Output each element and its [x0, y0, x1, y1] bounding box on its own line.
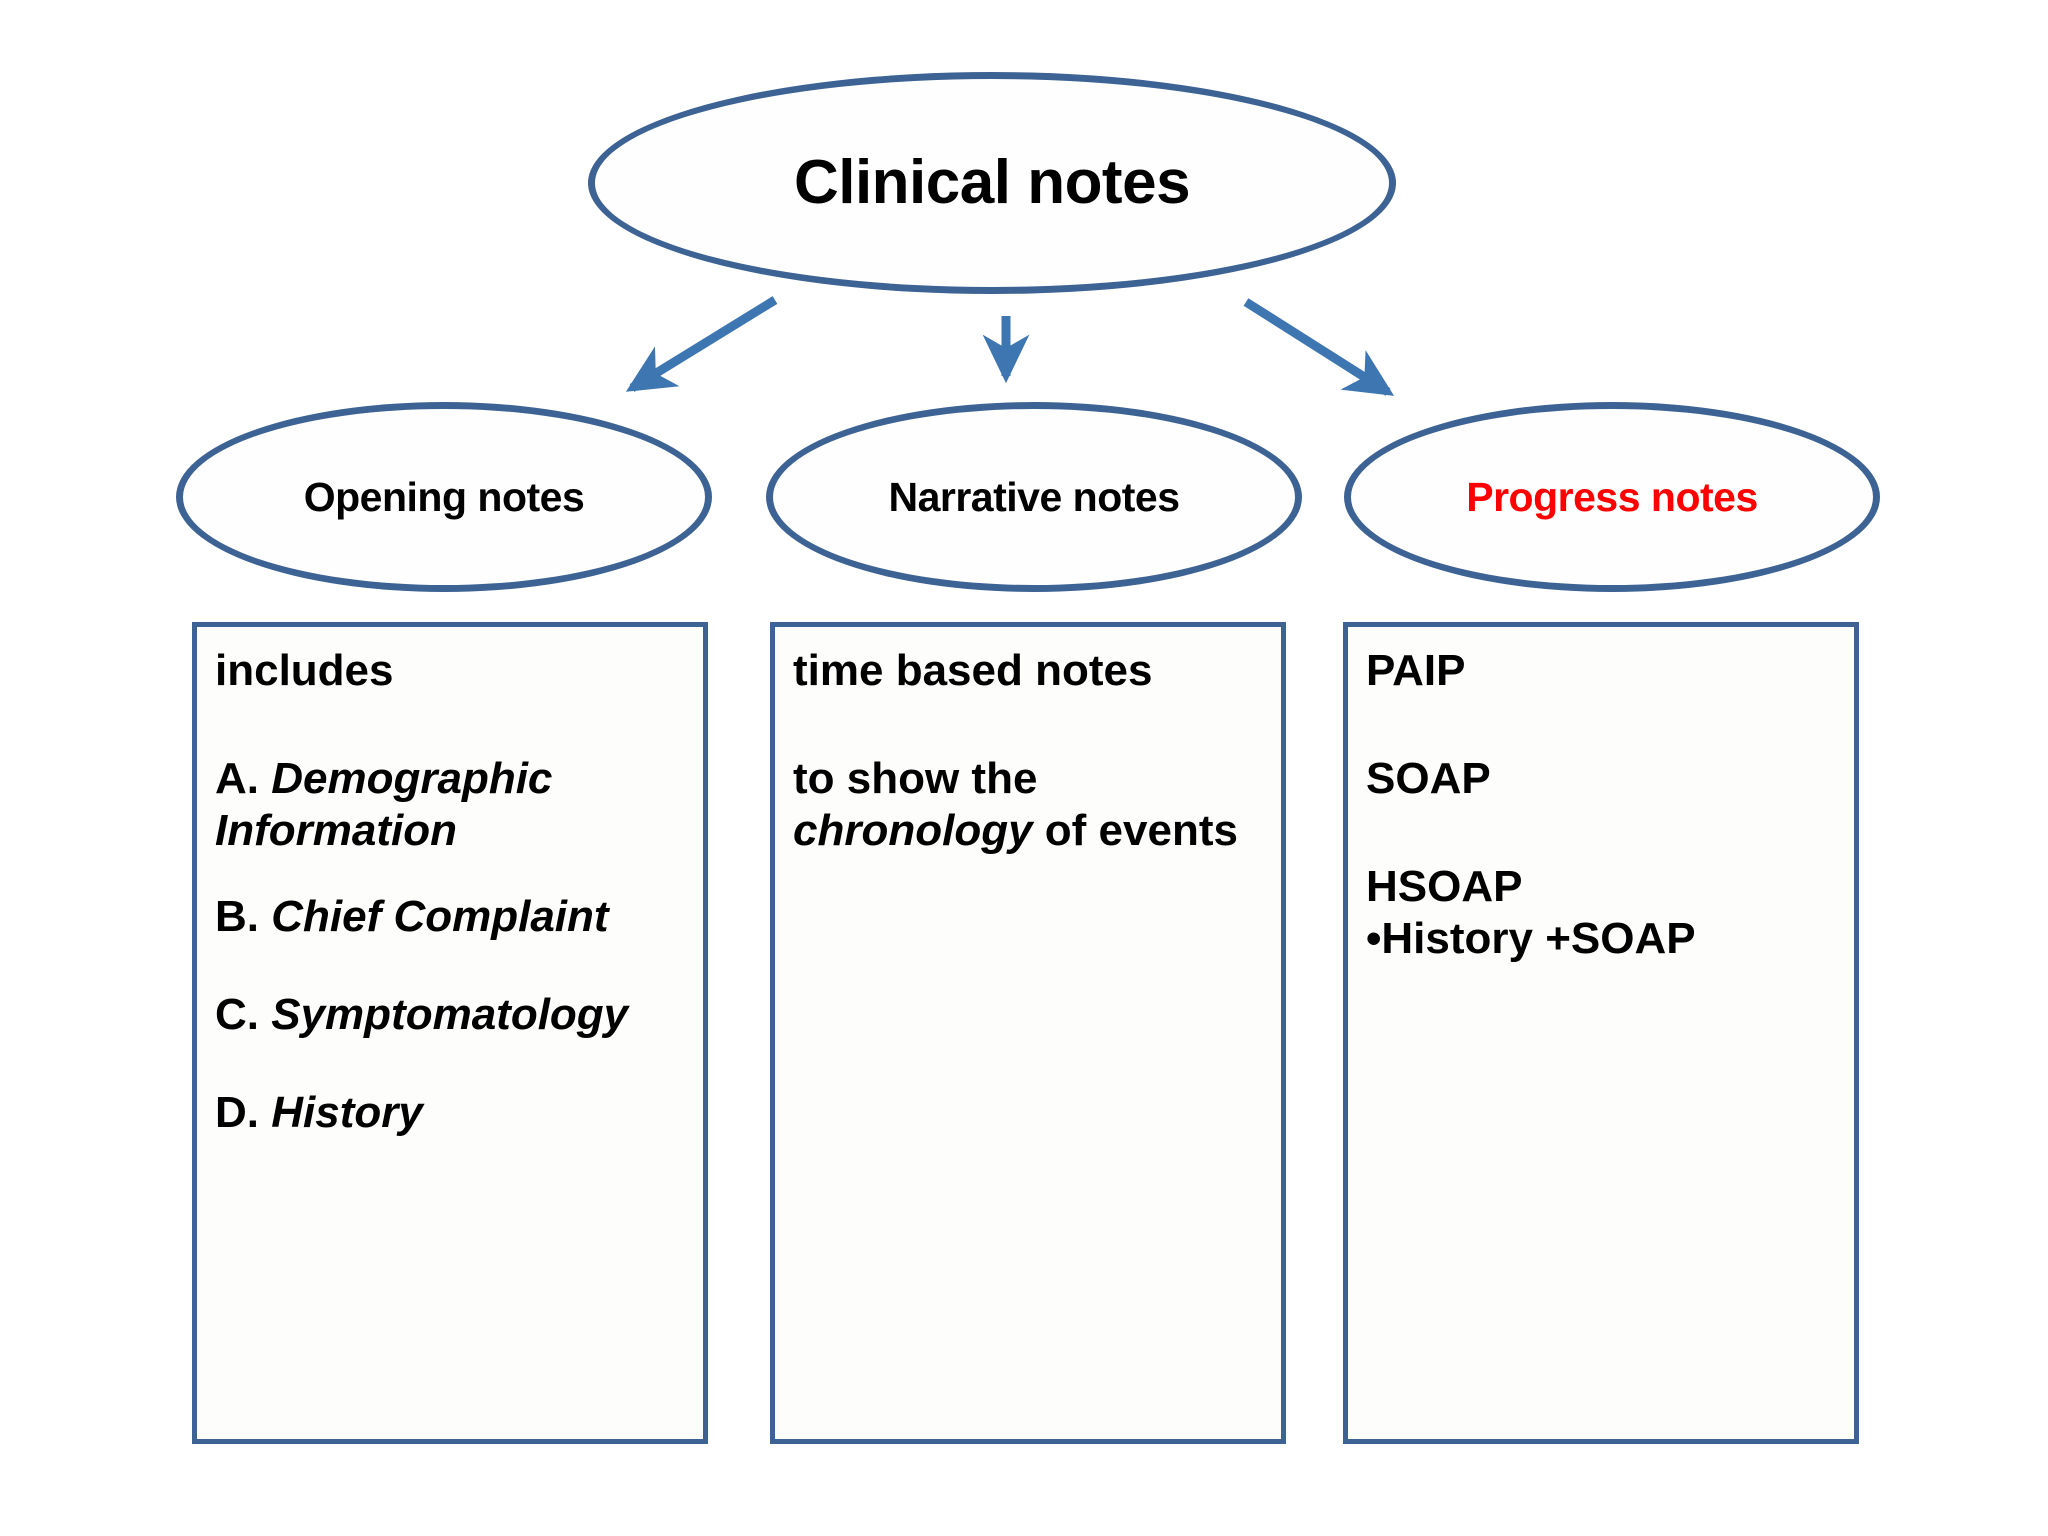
panel-narrative-notes: time based notes to show the chronology …	[770, 622, 1286, 1444]
node-progress-notes-label: Progress notes	[1466, 473, 1758, 520]
opening-item-a: A. Demographic Information	[215, 753, 689, 857]
arrow-to-progress-icon	[1243, 298, 1395, 396]
node-opening-notes[interactable]: Opening notes	[176, 402, 712, 592]
opening-item-d: D. History	[215, 1087, 689, 1139]
spacer	[1366, 805, 1840, 861]
progress-line-paip: PAIP	[1366, 646, 1466, 695]
node-narrative-notes-label: Narrative notes	[888, 473, 1180, 520]
opening-heading: includes	[215, 646, 394, 695]
spacer	[215, 943, 689, 989]
progress-line-history-soap: •History +SOAP	[1366, 913, 1696, 963]
spacer	[215, 857, 689, 891]
narrative-body: to show the chronology of events	[793, 753, 1267, 857]
opening-item-d-text: History	[271, 1087, 423, 1137]
panel-progress-notes: PAIP SOAP HSOAP •History +SOAP	[1343, 622, 1859, 1444]
opening-item-c-marker: C.	[215, 989, 259, 1039]
spacer	[793, 697, 1267, 753]
spacer	[215, 697, 689, 753]
node-clinical-notes-label: Clinical notes	[793, 148, 1191, 217]
node-progress-notes[interactable]: Progress notes	[1344, 402, 1880, 592]
panel-opening-notes: includes A. Demographic Information B. C…	[192, 622, 708, 1444]
opening-item-b-text: Chief Complaint	[271, 891, 609, 941]
opening-item-b: B. Chief Complaint	[215, 891, 689, 943]
opening-item-d-marker: D.	[215, 1087, 259, 1137]
node-narrative-notes[interactable]: Narrative notes	[766, 402, 1302, 592]
spacer	[1366, 697, 1840, 753]
narrative-body-pre: to show the	[793, 753, 1050, 803]
narrative-body-emphasis: chronology	[793, 805, 1033, 855]
narrative-heading: time based notes	[793, 646, 1153, 695]
progress-line-soap: SOAP	[1366, 753, 1491, 803]
opening-item-a-marker: A.	[215, 753, 259, 803]
progress-line-hsoap: HSOAP	[1366, 861, 1523, 911]
node-opening-notes-label: Opening notes	[303, 473, 585, 520]
narrative-body-post: of events	[1032, 805, 1238, 855]
opening-item-c-text: Symptomatology	[271, 989, 629, 1039]
spacer	[215, 1041, 689, 1087]
opening-item-b-marker: B.	[215, 891, 259, 941]
node-clinical-notes[interactable]: Clinical notes	[588, 72, 1396, 294]
opening-item-c: C. Symptomatology	[215, 989, 689, 1041]
arrow-to-opening-icon	[625, 296, 778, 392]
opening-item-a-text: Demographic Information	[215, 753, 565, 855]
